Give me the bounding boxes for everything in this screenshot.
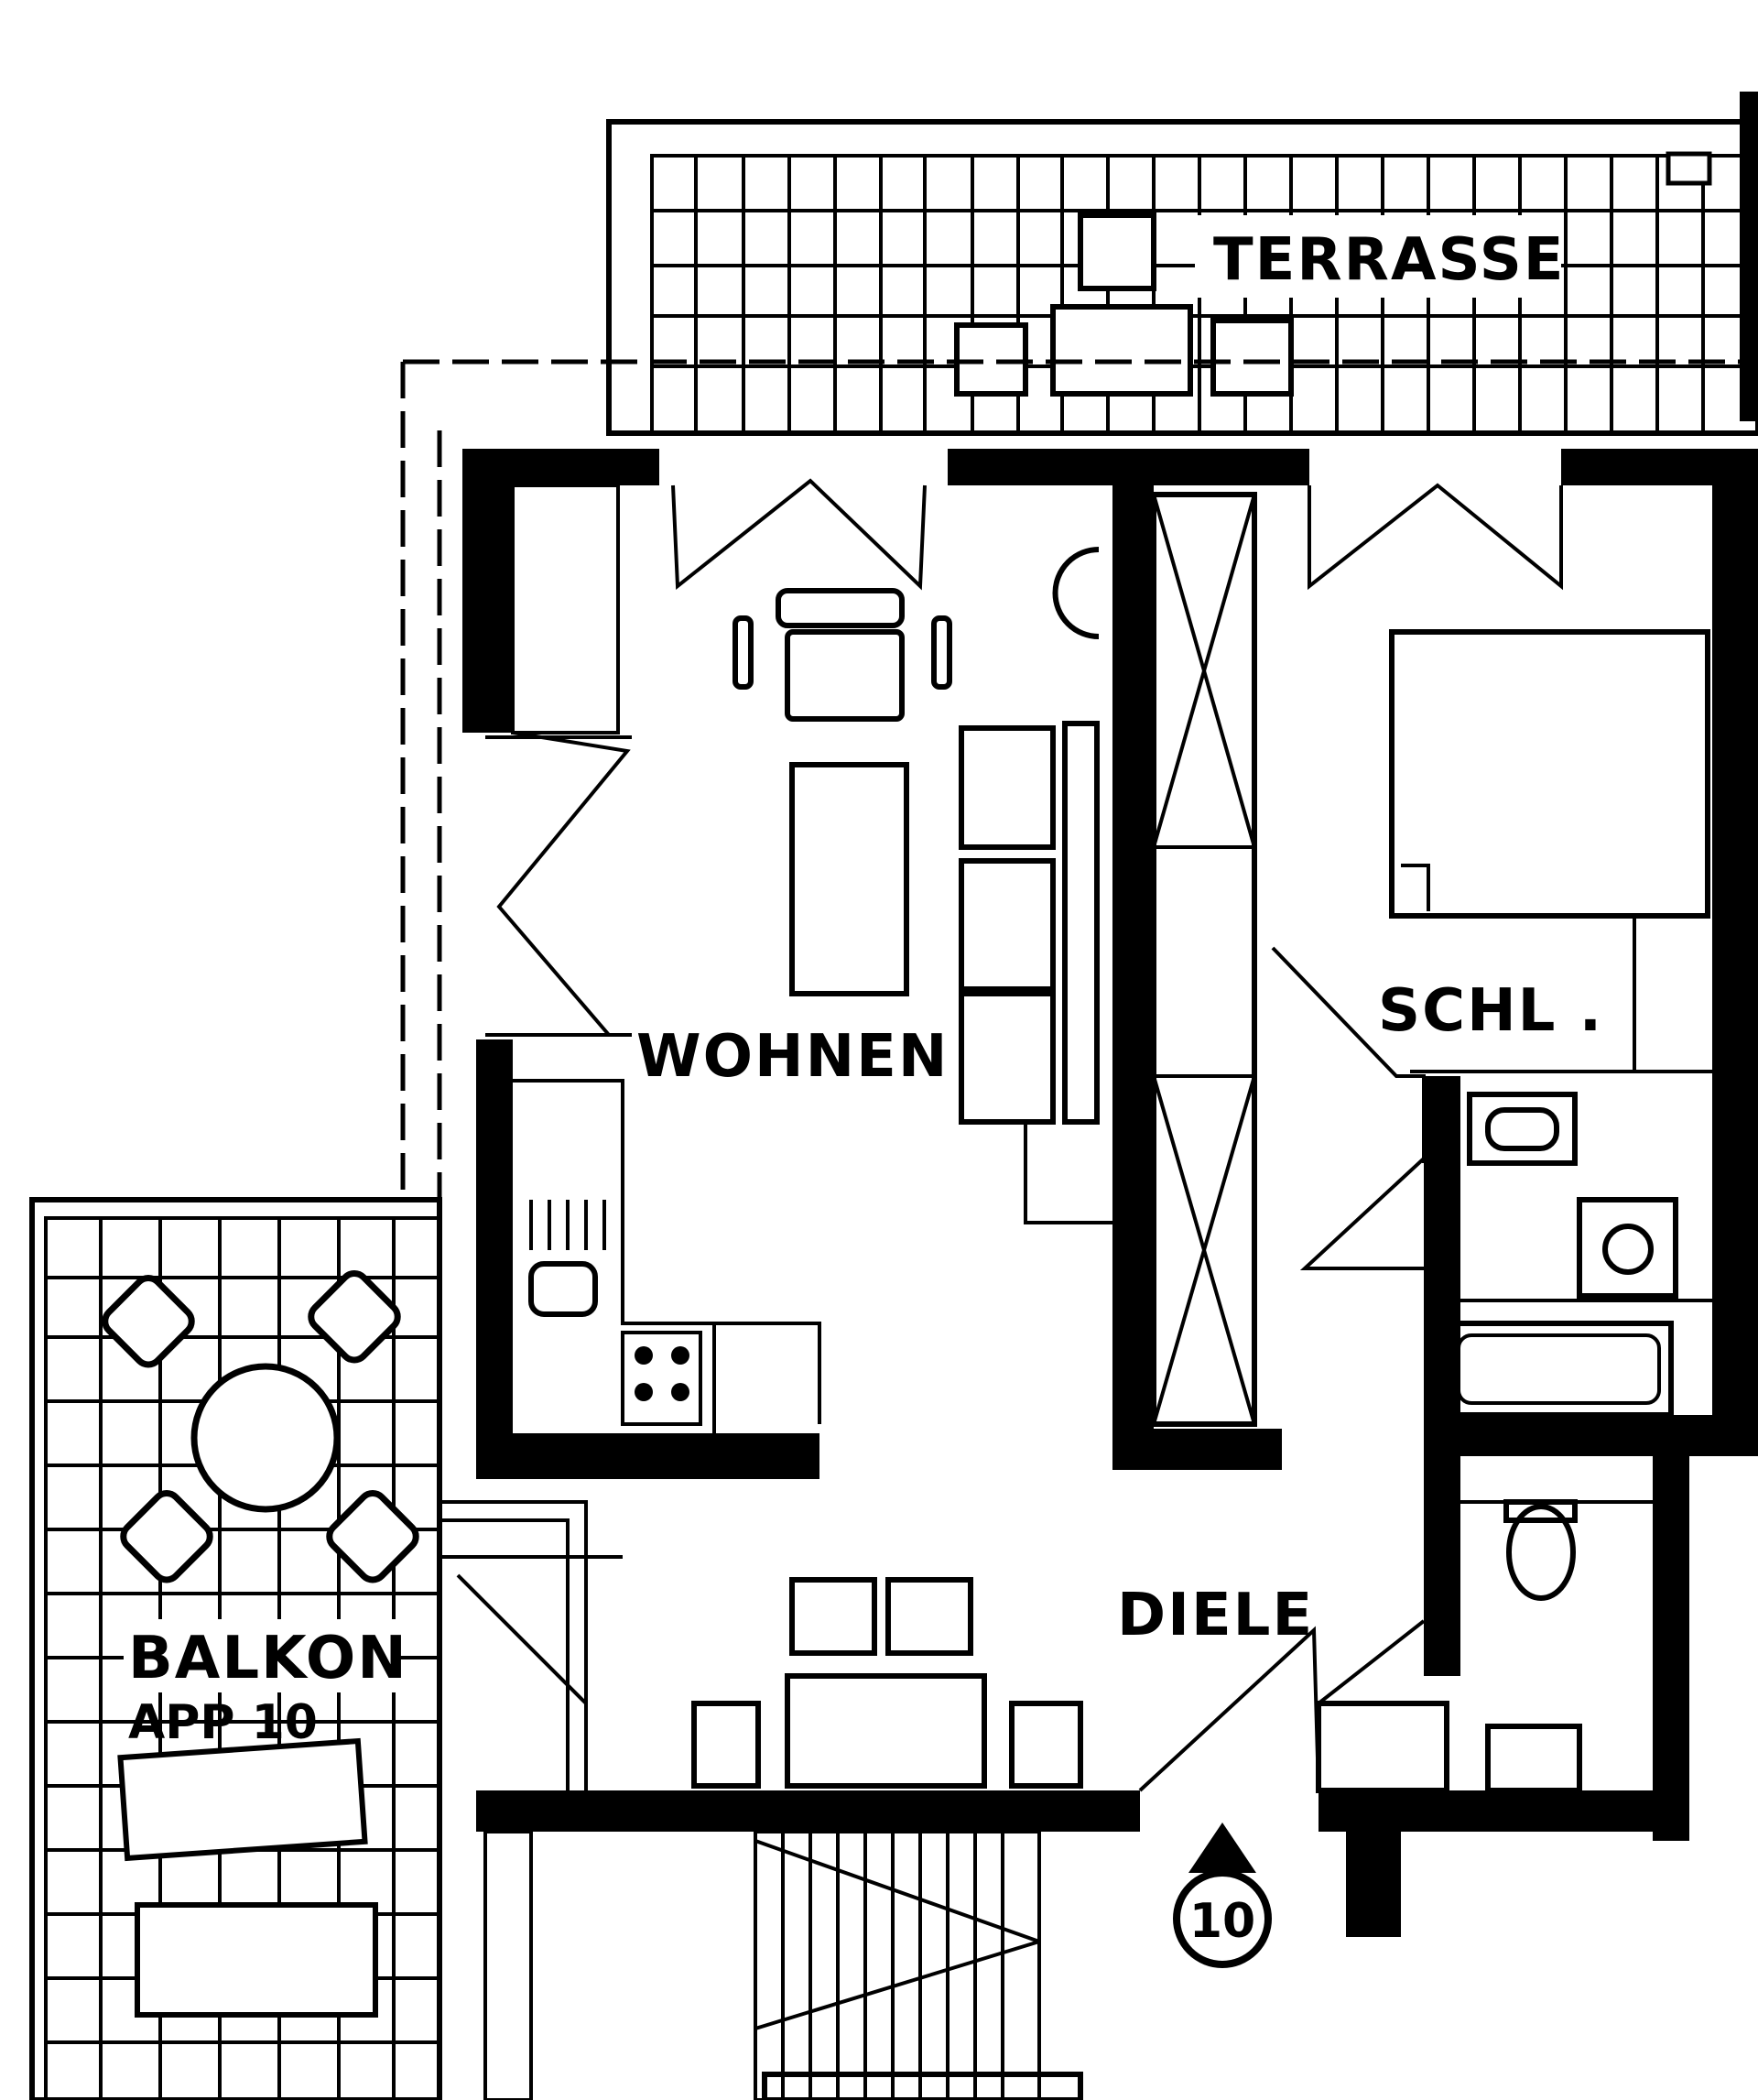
walls xyxy=(462,449,1758,1937)
balcony-door xyxy=(440,1500,623,1795)
terrace-label: TERRASSE xyxy=(1213,226,1566,294)
stairwell xyxy=(483,1830,1083,2100)
bedroom: SCHL . xyxy=(1271,629,1712,1163)
terrace-area: TERRASSE xyxy=(606,92,1758,436)
balcony-sub-label: APP 10 xyxy=(128,1695,318,1750)
apartment-number: 10 xyxy=(1189,1894,1255,1949)
kitchen xyxy=(513,1079,821,1433)
living-room: WOHNEN xyxy=(485,478,1563,1224)
bathroom xyxy=(1299,1092,1712,1418)
apartment-entry-marker: 10 xyxy=(1173,1823,1272,1968)
hallway: DIELE xyxy=(691,1577,1320,1792)
bedroom-label: SCHL . xyxy=(1378,977,1603,1045)
toilet-room xyxy=(1316,1499,1653,1793)
balcony: BALKON APP 10 xyxy=(29,1197,442,2100)
hallway-label: DIELE xyxy=(1117,1582,1314,1649)
living-room-label: WOHNEN xyxy=(636,1023,949,1091)
balcony-label: BALKON xyxy=(128,1625,408,1692)
wardrobe xyxy=(1151,492,1257,1427)
